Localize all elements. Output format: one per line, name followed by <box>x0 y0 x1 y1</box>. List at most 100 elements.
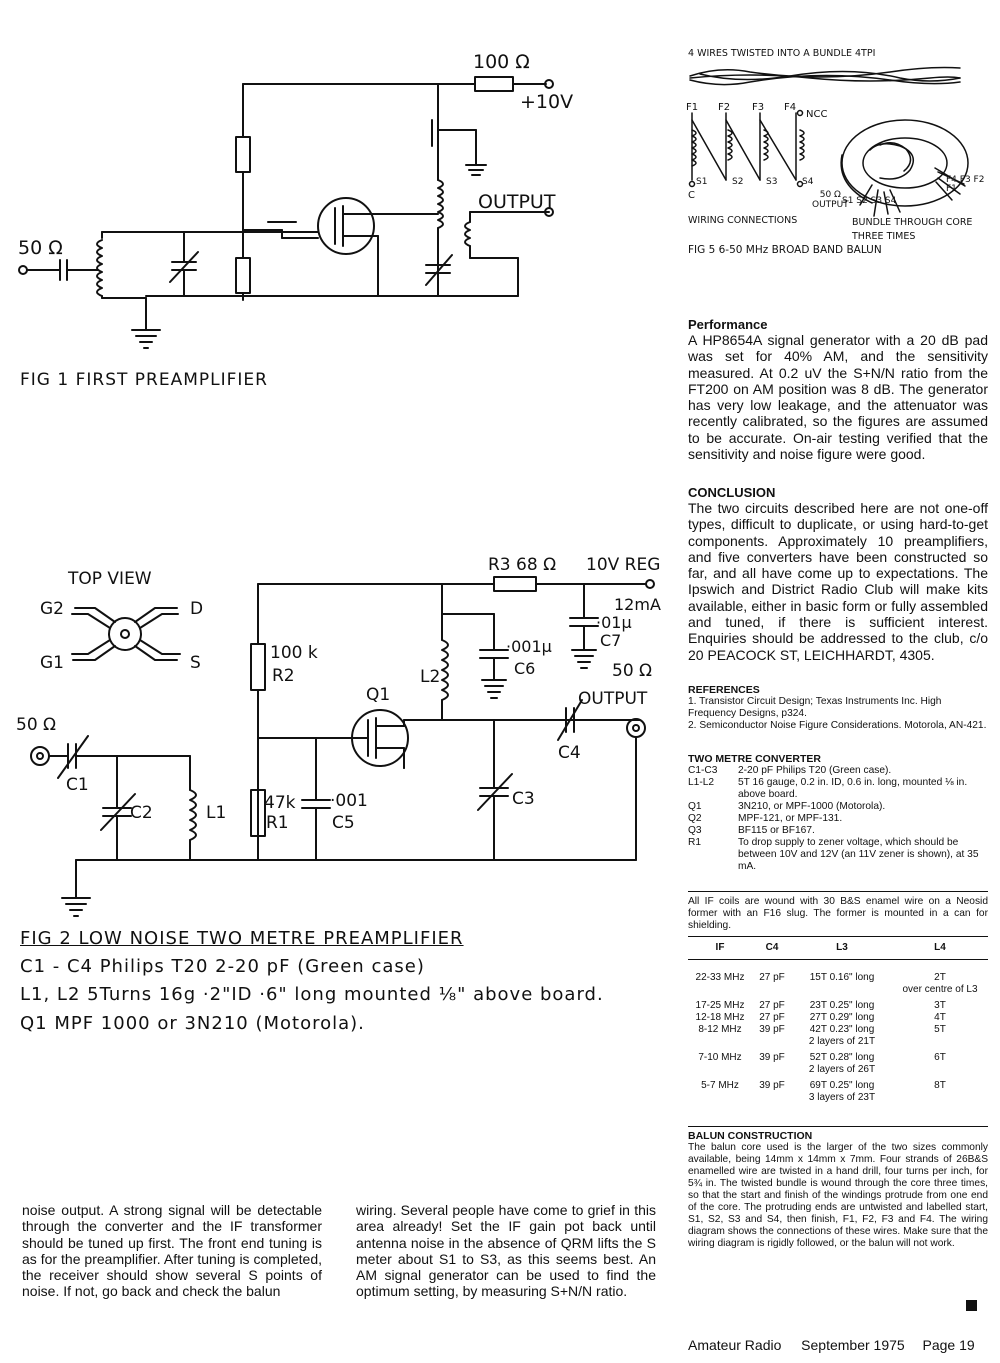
table-cell: 4T <box>934 1012 946 1023</box>
part-ref: Q2 <box>688 813 702 824</box>
table-cell: 12-18 MHz <box>695 1012 745 1023</box>
table-cell: 8T <box>934 1080 946 1091</box>
part-ref: Q3 <box>688 825 702 836</box>
fig2-r3-label: R3 68 Ω <box>488 555 556 575</box>
part-desc: 2-20 pF Philips T20 (Green case). <box>738 765 892 776</box>
fig2-pin-g1: G1 <box>40 653 64 673</box>
part-desc: MPF-121, or MPF-131. <box>738 813 843 824</box>
fig5-f2-label: F2 <box>718 102 730 113</box>
parts-row: Q3 BF115 or BF167. <box>688 825 988 837</box>
fig2-output-label: OUTPUT <box>578 689 648 709</box>
fig2-pin-g2: G2 <box>40 599 64 619</box>
table-cell: 27 pF <box>759 972 785 983</box>
part-desc: 5T 16 gauge, 0.2 in. ID, 0.6 in. long, m… <box>738 777 968 800</box>
fig2-reg-label: 10V REG <box>586 555 660 575</box>
table-row: 5-7 MHz 39 pF 69T 0.25" long 3 layers of… <box>688 1076 988 1104</box>
fig2-c1-label: C1 <box>66 775 89 795</box>
conclusion-heading: CONCLUSION <box>688 485 776 500</box>
divider <box>688 1126 988 1127</box>
fig2-out-ohm-label: 50 Ω <box>612 661 652 681</box>
table-cell: 6T <box>934 1052 946 1063</box>
table-row: 22-33 MHz 27 pF 15T 0.16" long 2T over c… <box>688 960 988 997</box>
fig2-r1-value: 47k <box>264 793 296 813</box>
fig5-ncc-label: NCC <box>806 109 827 120</box>
table-cell: 15T 0.16" long <box>809 972 875 983</box>
converter-heading: TWO METRE CONVERTER <box>688 753 821 765</box>
part-desc: BF115 or BF167. <box>738 825 815 836</box>
fig2-top-view-label: TOP VIEW <box>67 569 152 589</box>
table-cell: 27T 0.29" long <box>809 1012 875 1023</box>
fig2-c6-label: C6 <box>514 659 535 678</box>
table-cell: 5T <box>934 1024 946 1035</box>
fig2-c3-label: C3 <box>512 789 535 809</box>
table-cell: 3T <box>934 1000 946 1011</box>
table-cell: 69T 0.25" long 3 layers of 23T <box>808 1080 876 1103</box>
part-desc: 3N210, or MPF-1000 (Motorola). <box>738 801 886 812</box>
balun-heading: BALUN CONSTRUCTION <box>688 1130 813 1142</box>
footer-publication: Amateur Radio <box>688 1337 782 1353</box>
fig2-pin-s: S <box>190 653 201 673</box>
fig2-note-coils: L1, L2 5Turns 16g ·2"ID ·6" long mounted… <box>20 984 604 1005</box>
fig1-output-label: OUTPUT <box>478 191 556 213</box>
table-row: 8-12 MHz 39 pF 42T 0.23" long 2 layers o… <box>688 1024 988 1048</box>
divider <box>688 936 988 937</box>
fig5-f1-label: F1 <box>686 102 698 113</box>
table-cell: 8-12 MHz <box>698 1024 742 1035</box>
balun-section: BALUN CONSTRUCTION The balun core used i… <box>688 1130 988 1250</box>
fig2-c5-value: ·001 <box>330 791 368 811</box>
table-row: 7-10 MHz 39 pF 52T 0.28" long 2 layers o… <box>688 1048 988 1076</box>
footer-page: Page 19 <box>922 1337 975 1353</box>
conclusion-section: CONCLUSION The two circuits described he… <box>688 485 988 663</box>
table-cell: 39 pF <box>759 1024 785 1035</box>
fig2-l2-label: L2 <box>420 667 440 687</box>
part-ref: L1-L2 <box>688 777 715 788</box>
table-cell: 2T over centre of L3 <box>902 972 978 995</box>
article-column-2: wiring. Several people have come to grie… <box>356 1202 656 1300</box>
fig1-caption: FIG 1 FIRST PREAMPLIFIER <box>20 370 268 390</box>
table-cell: 22-33 MHz <box>695 972 745 983</box>
fig5-bundle-note: 4 WIRES TWISTED INTO A BUNDLE 4TPI <box>688 48 875 59</box>
table-cell: 23T 0.25" long <box>809 1000 875 1011</box>
fig2-note-capacitors: C1 - C4 Philips T20 2-20 pF (Green case) <box>20 956 425 977</box>
conclusion-body: The two circuits described here are not … <box>688 500 988 663</box>
fig1-resistor-label: 100 Ω <box>473 51 530 73</box>
table-cell: 27 pF <box>759 1012 785 1023</box>
fig2-l1-label: L1 <box>206 803 226 823</box>
table-cell: 52T 0.28" long 2 layers of 26T <box>808 1052 876 1075</box>
fig2-q1-label: Q1 <box>366 685 390 705</box>
fig2-c5-label: C5 <box>332 813 355 833</box>
fig5-s2-label: S2 <box>732 177 743 187</box>
table-header-row: IF C4 L3 L4 <box>688 940 988 960</box>
fig5-bundle-label: BUNDLE THROUGH CORE THREE TIMES <box>852 217 973 242</box>
fig2-c6-value: ·001μ <box>506 637 552 656</box>
fig2-r2-value: 100 k <box>270 643 318 663</box>
performance-body: A HP8654A signal generator with a 20 dB … <box>688 332 988 463</box>
fig1-input-label: 50 Ω <box>18 237 63 259</box>
fig5-output-label: 50 Ω OUTPUT <box>812 190 849 210</box>
fig5-f4-label: F4 <box>784 102 796 113</box>
footer-date: September 1975 <box>801 1337 905 1353</box>
fig2-c7-label: C7 <box>600 631 621 650</box>
if-coil-note: All IF coils are wound with 30 B&S ename… <box>688 896 988 931</box>
fig1-supply-label: +10V <box>520 91 573 113</box>
performance-section: Performance A HP8654A signal generator w… <box>688 317 988 462</box>
parts-row: L1-L2 5T 16 gauge, 0.2 in. ID, 0.6 in. lo… <box>688 777 988 801</box>
fig2-r2-label: R2 <box>272 666 295 686</box>
fig5-wiring-label: WIRING CONNECTIONS <box>688 215 797 226</box>
fig2-caption: FIG 2 LOW NOISE TWO METRE PREAMPLIFIER <box>20 928 464 949</box>
fig5-s1-label: S1 <box>696 177 707 187</box>
fig5-caption: FIG 5 6-50 MHz BROAD BAND BALUN <box>688 244 882 256</box>
table-cell: 17-25 MHz <box>695 1000 745 1011</box>
column-header: C4 <box>752 940 792 960</box>
fig5-core-finish-labels: F4 F3 F2 F1 <box>946 175 985 194</box>
table-cell: 39 pF <box>759 1052 785 1063</box>
if-coil-table: IF C4 L3 L4 22-33 MHz 27 pF 15T 0.16" lo… <box>688 940 988 1104</box>
fig5-f3-label: F3 <box>752 102 764 113</box>
fig5-c-label: C <box>688 190 695 201</box>
fig5-diagram <box>688 66 969 217</box>
fig2-c7-value: ·01μ <box>596 613 632 632</box>
